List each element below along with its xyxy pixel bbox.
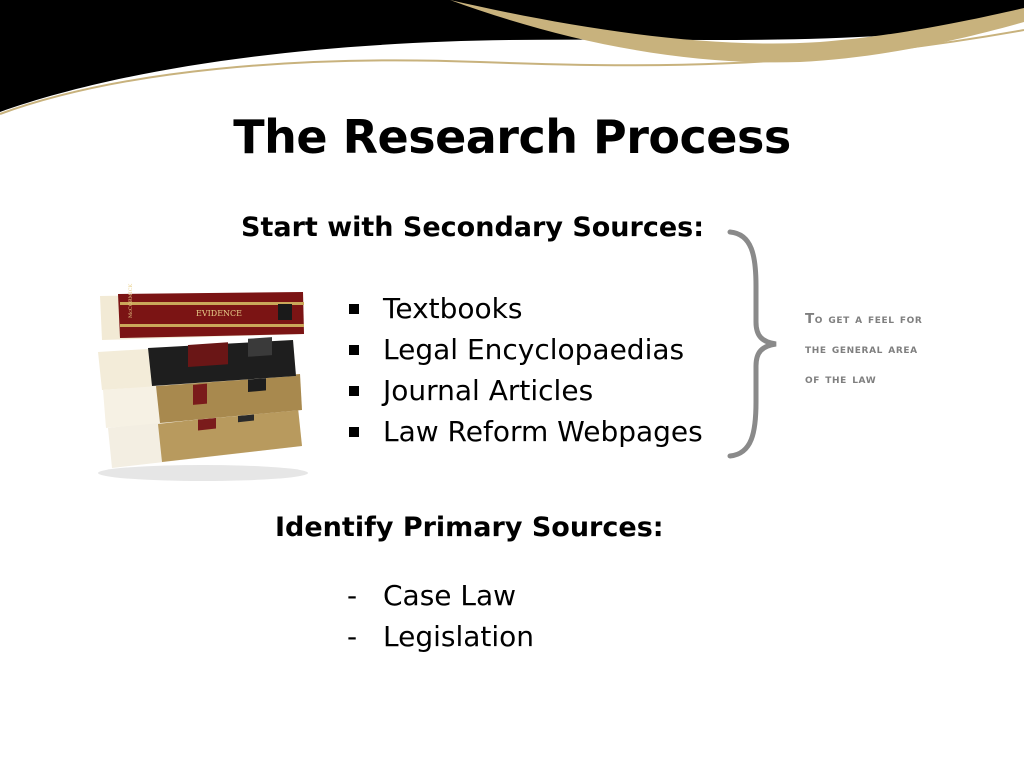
list-item: Journal Articles (345, 370, 703, 411)
square-bullet-icon (349, 345, 359, 355)
list-item: -Legislation (345, 616, 534, 657)
note-line: To get a feel for (805, 311, 923, 327)
list-item: Textbooks (345, 288, 703, 329)
square-bullet-icon (349, 304, 359, 314)
list-item-label: Law Reform Webpages (383, 415, 703, 448)
list-item: Law Reform Webpages (345, 411, 703, 452)
list-item-label: Textbooks (383, 292, 523, 325)
note-line: of the law (805, 371, 877, 387)
book-spine-label: EVIDENCE (196, 309, 242, 318)
purpose-note: To get a feel for the general area of th… (805, 304, 1010, 394)
book-spine-label: McCORMICK (128, 283, 134, 318)
square-bullet-icon (349, 427, 359, 437)
curly-brace-icon (727, 229, 777, 459)
list-item: -Case Law (345, 575, 534, 616)
slide-title: The Research Process (233, 110, 791, 164)
primary-sources-list: -Case Law -Legislation (345, 575, 534, 657)
list-item-label: Legal Encyclopaedias (383, 333, 685, 366)
primary-sources-heading: Identify Primary Sources: (275, 512, 664, 543)
dash-bullet: - (347, 579, 358, 612)
dash-bullet: - (347, 620, 358, 653)
secondary-sources-list: Textbooks Legal Encyclopaedias Journal A… (345, 288, 703, 452)
list-item: Legal Encyclopaedias (345, 329, 703, 370)
list-item-label: Legislation (383, 620, 535, 653)
note-line: the general area (805, 341, 918, 357)
law-books-stack-image: EVIDENCE McCORMICK (98, 283, 308, 481)
square-bullet-icon (349, 386, 359, 396)
list-item-label: Journal Articles (383, 374, 594, 407)
list-item-label: Case Law (383, 579, 517, 612)
header-wave-decoration (0, 0, 1024, 115)
secondary-sources-heading: Start with Secondary Sources: (241, 212, 705, 243)
